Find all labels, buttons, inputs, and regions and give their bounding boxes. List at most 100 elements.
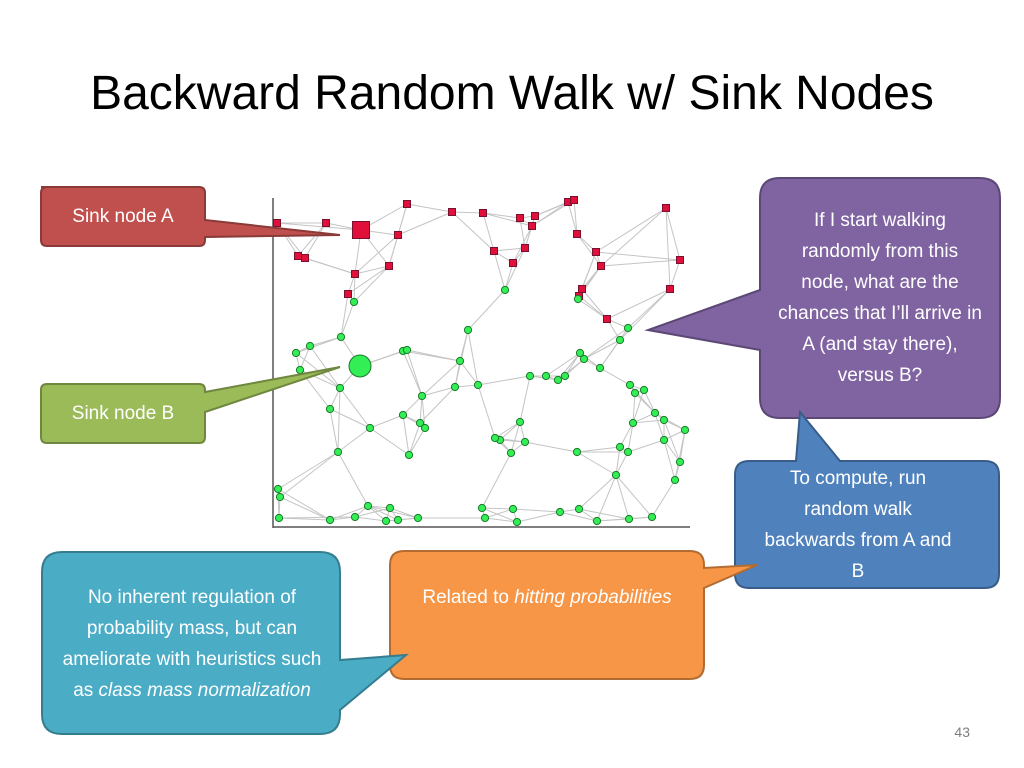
graph-edge [482, 212, 533, 227]
graph-edge [599, 327, 629, 369]
green-node [525, 371, 535, 381]
sink-node-b-shape [40, 366, 341, 444]
slide-title: Backward Random Walk w/ Sink Nodes [90, 67, 934, 120]
green-node [624, 514, 634, 524]
graph-edge [408, 427, 426, 456]
red-node [592, 248, 600, 256]
graph-edge [481, 507, 518, 523]
graph-edge [545, 352, 581, 377]
graph-edge [600, 207, 667, 267]
graph-edge [665, 207, 681, 261]
graph-edge [674, 429, 686, 481]
green-node [560, 371, 570, 381]
green-node [555, 507, 565, 517]
sink-node-b-callout [40, 366, 341, 444]
red-node [385, 262, 393, 270]
green-node [325, 404, 335, 414]
graph-edge [654, 412, 686, 431]
regulation-callout [41, 551, 410, 735]
green-node [398, 410, 408, 420]
sink-node-a [352, 221, 370, 239]
graph-edge [406, 349, 461, 362]
green-node [595, 363, 605, 373]
graph-edge [499, 421, 521, 441]
green-node [295, 365, 305, 375]
graph-edge [581, 288, 608, 320]
green-node [592, 516, 602, 526]
graph-edge [397, 211, 453, 236]
graph-edge [663, 419, 681, 463]
graph-edge [451, 211, 495, 252]
graph-edge [576, 451, 617, 476]
question-label: If I start walking randomly from this no… [776, 192, 984, 404]
green-node [675, 457, 685, 467]
green-node [463, 325, 473, 335]
graph-edge [583, 339, 621, 360]
graph-edge [451, 211, 484, 214]
green-node [572, 447, 582, 457]
graph-edge [519, 217, 526, 249]
graph-edge [421, 360, 461, 397]
green-node [508, 504, 518, 514]
related-prefix: Related to [422, 587, 515, 608]
graph-edge [583, 327, 629, 360]
graph-edge [277, 451, 339, 490]
green-node [680, 425, 690, 435]
green-node [500, 285, 510, 295]
green-node [490, 433, 500, 443]
green-node [659, 435, 669, 445]
green-node [611, 470, 621, 480]
red-node [521, 244, 529, 252]
graph-edge [504, 262, 514, 291]
graph-edge [304, 257, 356, 275]
question-callout-shape [644, 177, 1001, 419]
red-node [301, 254, 309, 262]
green-node [275, 492, 285, 502]
green-node [623, 447, 633, 457]
graph-edge [665, 207, 671, 290]
graph-edge [367, 505, 399, 521]
green-node [325, 515, 335, 525]
green-node [575, 348, 585, 358]
graph-edge [279, 496, 331, 521]
graph-edge [402, 395, 423, 416]
sink-node-b-label: Sink node B [41, 384, 205, 443]
graph-edge [599, 367, 631, 386]
graph-edge [354, 265, 390, 275]
green-node [650, 408, 660, 418]
green-node [625, 380, 635, 390]
red-node [676, 256, 684, 264]
graph-edge [576, 446, 621, 453]
graph-edge [459, 360, 479, 386]
graph-edge [309, 345, 341, 389]
green-node [274, 513, 284, 523]
related-emphasis: hitting probabilities [514, 587, 672, 608]
question-text: If I start walking randomly from this no… [778, 210, 982, 386]
graph-edge [643, 389, 656, 414]
green-node [615, 442, 625, 452]
graph-edge [493, 247, 526, 252]
graph-edge [354, 516, 387, 522]
related-label: Related to hitting probabilities [410, 582, 684, 648]
green-node [615, 335, 625, 345]
graph-edge [353, 265, 390, 303]
graph-axes [272, 198, 690, 528]
green-node [515, 417, 525, 427]
graph-edge [577, 298, 608, 320]
graph-edge [504, 247, 526, 291]
graph-edge [632, 419, 665, 424]
graph-edge [421, 386, 456, 397]
graph-edge [309, 336, 342, 347]
graph-edge [559, 511, 598, 522]
graph-edge [402, 414, 410, 456]
red-node [479, 209, 487, 217]
related-callout-shape [389, 550, 758, 680]
sink-node-a-label: Sink node A [41, 187, 205, 246]
graph-edge [340, 301, 355, 338]
graph-edge [421, 395, 426, 429]
regulation-emphasis: class mass normalization [98, 680, 311, 701]
green-node [385, 503, 395, 513]
red-node [403, 200, 411, 208]
graph-edge [573, 199, 578, 235]
graph-edge [632, 392, 636, 424]
